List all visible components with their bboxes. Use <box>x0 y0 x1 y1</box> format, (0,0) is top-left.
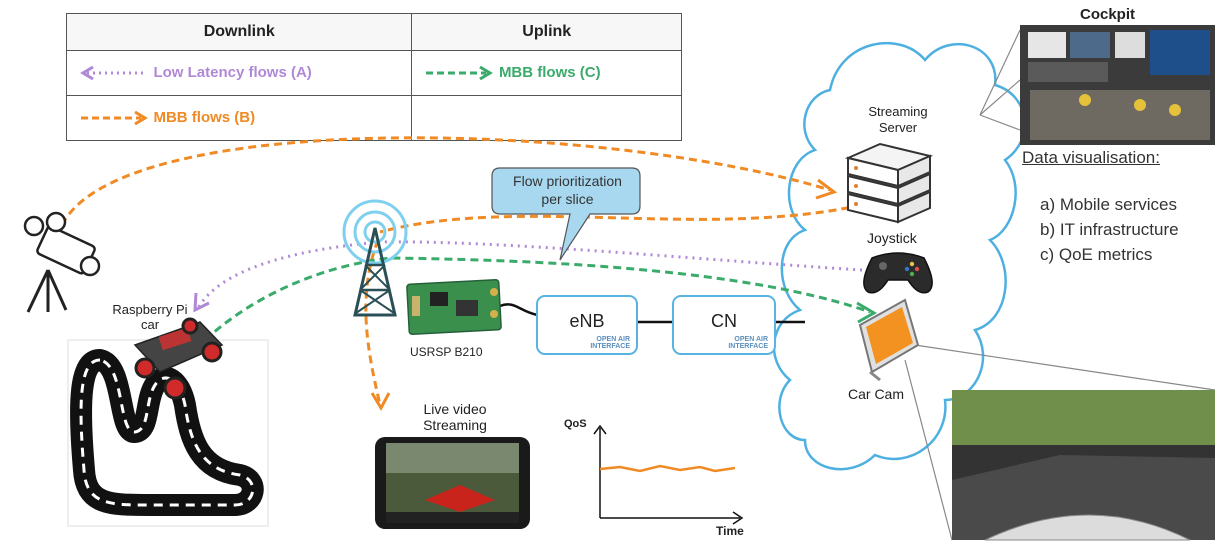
flow-car-tablet <box>203 256 871 342</box>
qos-axis-label: QoS <box>564 418 587 430</box>
tablet-icon <box>858 298 920 382</box>
mbb-downlink-label: MBB flows (B) <box>153 109 256 126</box>
streaming-server-line-1: Streaming <box>868 104 928 119</box>
legend-cell-mbb-downlink: MBB flows (B) <box>65 95 413 141</box>
live-video-label: Live video Streaming <box>405 401 505 433</box>
live-video-line-2: Streaming <box>423 417 487 433</box>
carcam-line-2 <box>904 359 953 541</box>
low-latency-arrow-icon <box>80 65 145 81</box>
cockpit-image <box>1020 25 1215 145</box>
usrp-enb-cable <box>499 303 539 317</box>
cn-oai-logo-subtext: INTERFACE <box>728 343 768 350</box>
flow-tower-phone-head <box>370 392 391 412</box>
camera-icon <box>23 211 101 313</box>
joystick-label: Joystick <box>867 230 917 246</box>
enb-box: eNB OPEN AIR INTERFACE <box>536 295 638 355</box>
cn-label: CN <box>711 311 737 331</box>
visualisation-item: a) Mobile services <box>1040 195 1177 214</box>
cockpit-line-3 <box>979 79 1021 116</box>
usrp-board-icon <box>406 279 502 335</box>
legend-table: Downlink Uplink Low Latency flows (A) MB… <box>65 13 682 141</box>
callout-bubble <box>491 167 641 261</box>
raspberry-pi-line-2: car <box>140 317 160 332</box>
joystick-icon <box>863 252 933 294</box>
mbb-uplink-arrow-icon <box>426 65 494 81</box>
visualisation-item: b) IT infrastructure <box>1040 220 1179 239</box>
mbb-uplink-label: MBB flows (C) <box>498 64 601 81</box>
antenna-tower-icon <box>342 199 408 317</box>
mbb-downlink-arrow-icon <box>81 110 148 126</box>
car-cam-image <box>952 390 1215 541</box>
low-latency-label: Low Latency flows (A) <box>153 64 312 81</box>
cn-box: CN OPEN AIR INTERFACE <box>672 295 776 355</box>
car-cam-label: Car Cam <box>848 386 905 402</box>
visualisation-item: c) QoE metrics <box>1040 245 1153 264</box>
rc-car-icon <box>133 317 224 400</box>
cockpit-line-2 <box>979 114 1021 131</box>
flow-car-tablet-head <box>856 301 878 324</box>
smartphone-icon <box>375 437 530 529</box>
data-visualisation-label: Data visualisation: <box>1022 148 1160 167</box>
time-axis-label: Time <box>716 524 744 538</box>
visualisation-list: a) Mobile services b) IT infrastructure … <box>1040 192 1179 267</box>
flow-camera-server-head <box>815 178 838 200</box>
callout-text: Flow prioritization per slice <box>500 172 635 208</box>
cockpit-line-1 <box>979 29 1021 116</box>
live-video-line-1: Live video <box>423 401 487 417</box>
raspberry-pi-line-1: Raspberry Pi <box>112 302 188 317</box>
carcam-line-1 <box>914 344 1216 391</box>
callout-line-2: per slice <box>541 191 594 207</box>
flow-joystick-car-head <box>193 292 210 313</box>
flow-tower-phone <box>364 239 382 406</box>
callout-line-1: Flow prioritization <box>513 173 622 189</box>
enb-oai-logo: OPEN AIR INTERFACE <box>590 336 630 350</box>
enb-oai-logo-text: OPEN AIR <box>596 336 630 343</box>
legend-cell-mbb-uplink: MBB flows (C) <box>411 50 682 96</box>
flow-server-tower <box>379 203 863 234</box>
enb-oai-logo-subtext: INTERFACE <box>590 343 630 350</box>
qos-chart <box>593 424 744 525</box>
legend-cell-empty <box>411 95 682 141</box>
raspberry-pi-label: Raspberry Pi car <box>95 302 205 332</box>
race-track-icon <box>67 339 269 527</box>
streaming-server-line-2: Server <box>878 120 918 135</box>
server-icon <box>844 142 934 224</box>
legend-header-uplink: Uplink <box>411 13 682 51</box>
flow-camera-server <box>60 136 831 226</box>
usrp-label: USRSP B210 <box>410 345 483 359</box>
enb-label: eNB <box>569 311 605 331</box>
cn-oai-logo-text: OPEN AIR <box>734 336 768 343</box>
cn-oai-logo: OPEN AIR INTERFACE <box>728 336 768 350</box>
cockpit-label: Cockpit <box>1080 6 1136 23</box>
streaming-server-label: Streaming Server <box>858 104 938 136</box>
